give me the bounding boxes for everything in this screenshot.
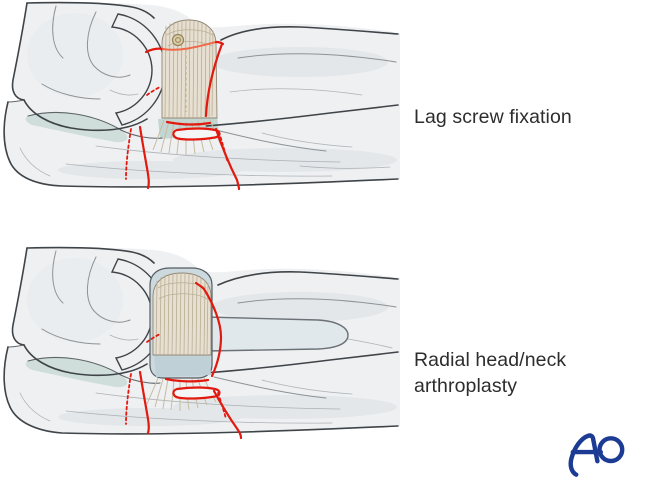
incision-top-of-head <box>194 281 206 291</box>
fracture-line-left <box>144 47 165 54</box>
ao-logo-letter-o <box>597 436 625 464</box>
radial-neck-loop <box>172 386 221 400</box>
forearm-outline <box>9 26 399 188</box>
incision-left-vertical <box>138 125 150 190</box>
lag-screw-fixation-illustration <box>3 1 400 191</box>
ao-logo-letter-a <box>568 433 600 477</box>
incision-left-vertical <box>138 370 150 435</box>
screw-head <box>171 33 185 47</box>
fracture-line-across-head <box>162 41 217 51</box>
incision-right-dotted <box>218 131 228 161</box>
bone-contour-lines <box>19 5 397 177</box>
humerus-outline <box>3 246 155 408</box>
incision-left-dotted <box>125 128 132 180</box>
incision-right-of-head <box>204 42 224 118</box>
surgical-incision-lines <box>125 281 243 440</box>
humerus-outline <box>3 1 155 163</box>
forearm-outline <box>9 271 399 435</box>
trochlea-cartilage <box>25 112 128 143</box>
incision-horizontal <box>165 120 212 126</box>
ao-logo <box>568 433 625 477</box>
trochlea-cartilage <box>25 357 128 388</box>
implant-stem <box>205 316 349 352</box>
capitellum-cartilage-band <box>110 13 166 126</box>
label-radial-head-arthroplasty: Radial head/neck arthroplasty <box>414 349 567 397</box>
elbow-anatomy-top <box>3 1 400 191</box>
elbow-anatomy-bottom <box>3 246 400 440</box>
incision-left-dotted <box>125 373 132 425</box>
surgical-incision-lines <box>125 40 241 191</box>
incision-right-vertical <box>214 127 241 191</box>
ao-logo-glyphs <box>568 433 625 477</box>
capsule-dotted-mark <box>146 333 161 343</box>
incision-right-dotted <box>217 392 227 420</box>
label-lag-screw-fixation: Lag screw fixation <box>414 106 572 128</box>
lag-screw <box>171 33 187 112</box>
incision-right-of-head <box>202 287 223 378</box>
capsule-dotted-mark <box>146 86 161 96</box>
implant-collar <box>154 353 211 377</box>
radial-neck-loop <box>172 127 221 141</box>
annular-ligament <box>146 272 217 411</box>
arthroplasty-illustration <box>3 246 400 440</box>
bone-contour-lines <box>19 250 397 424</box>
incision-horizontal <box>164 377 210 383</box>
